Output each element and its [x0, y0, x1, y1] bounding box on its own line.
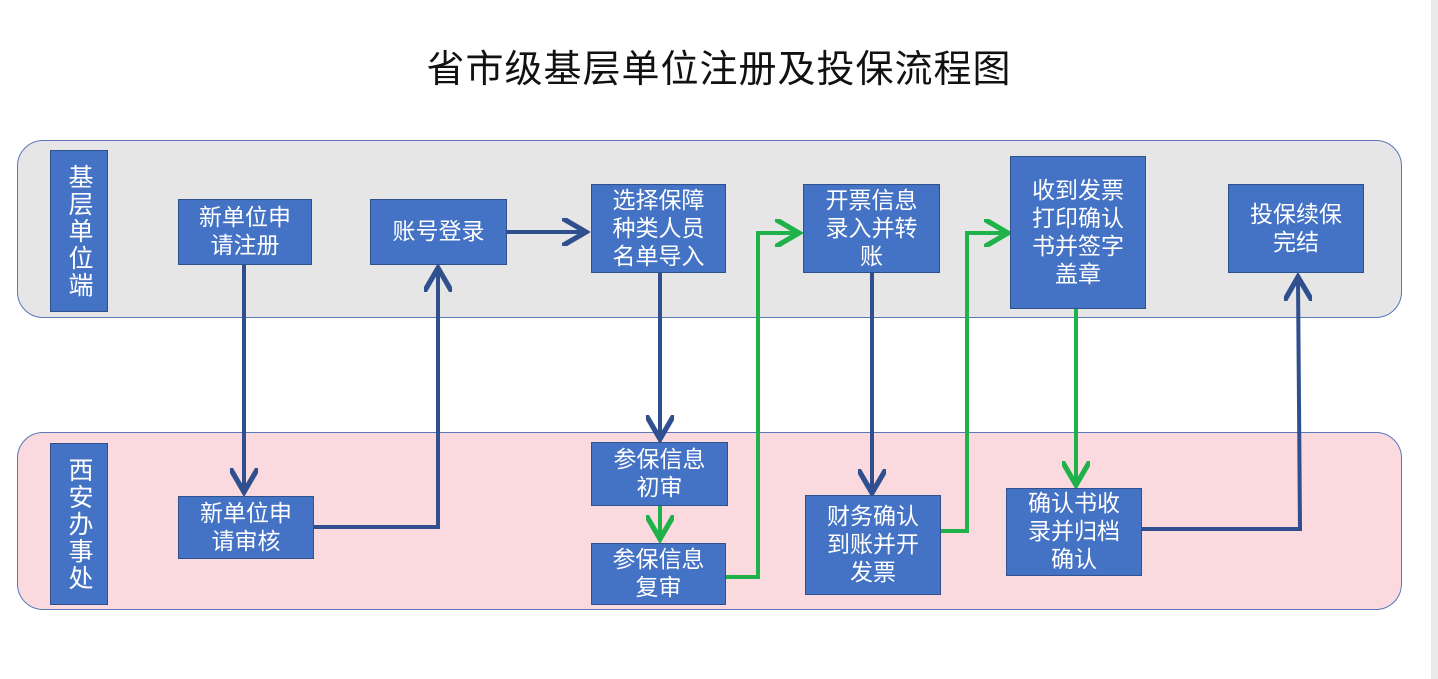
lane-label-basic-unit: 基层单位端: [50, 150, 108, 312]
arrow-archive-to-complete: [1141, 279, 1300, 531]
step-invoice-entry: 开票信息 录入并转 账: [803, 184, 940, 273]
step-finance-confirm: 财务确认 到账并开 发票: [805, 495, 941, 595]
arrow-finance-to-receive: [940, 233, 1006, 533]
diagram-title: 省市级基层单位注册及投保流程图: [426, 47, 1012, 91]
step-complete: 投保续保 完结: [1228, 184, 1364, 273]
step-new-unit-apply: 新单位申 请注册: [178, 199, 312, 265]
window-edge: [1431, 0, 1438, 679]
step-review-apply: 新单位申 请审核: [178, 496, 314, 559]
arrow-review-to-login: [314, 270, 438, 529]
step-receive-invoice: 收到发票 打印确认 书并签字 盖章: [1010, 156, 1146, 309]
step-account-login: 账号登录: [370, 199, 507, 265]
step-archive-confirm: 确认书收 录并归档 确认: [1006, 488, 1142, 576]
arrow-second-review-to-invoice: [726, 233, 797, 579]
step-select-import: 选择保障 种类人员 名单导入: [591, 184, 726, 273]
lane-label-xian-office: 西安办事处: [50, 443, 108, 605]
step-first-review: 参保信息 初审: [591, 442, 728, 506]
step-second-review: 参保信息 复审: [591, 543, 726, 605]
